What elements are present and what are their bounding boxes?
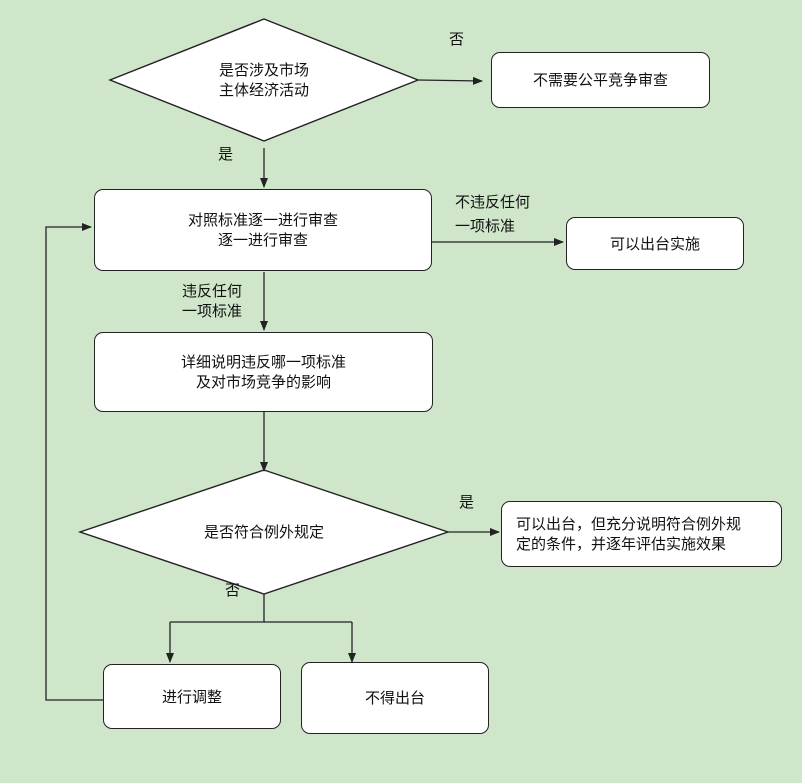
label-no-top: 否: [449, 30, 465, 48]
decision-market-text: 是否涉及市场 主体经济活动: [160, 50, 368, 110]
no-review-text: 不需要公平竞争审查: [532, 71, 668, 89]
not-allowed-text: 不得出台: [364, 689, 425, 707]
explain-line-1: 详细说明违反哪一项标准: [180, 353, 346, 371]
label-violation-line-2: 一项标准: [182, 302, 243, 320]
explain-line-2: 及对市场竞争的影响: [195, 373, 331, 391]
review-line-2: 逐一进行审查: [217, 231, 308, 249]
conditional-line-1: 可以出台，但充分说明符合例外规: [516, 515, 742, 533]
adjust-text: 进行调整: [161, 687, 222, 706]
conditional-line-2: 定的条件，并逐年评估实施效果: [516, 535, 727, 553]
conditional-box: 可以出台，但充分说明符合例外规 定的条件，并逐年评估实施效果: [501, 501, 782, 567]
label-no-violation-line-2: 一项标准: [455, 217, 516, 235]
decision-market-diamond: [108, 18, 420, 142]
arrow-no-to-no-review: [417, 76, 483, 85]
not-allowed-box: 不得出台: [301, 662, 489, 734]
implement-text: 可以出台实施: [609, 234, 700, 253]
label-violation: 违反任何 一项标准: [182, 281, 242, 321]
decision-exception-text: 是否符合例外规定: [150, 518, 378, 546]
no-review-box: 不需要公平竞争审查: [491, 52, 710, 108]
arrow-feedback-loop: [45, 223, 104, 701]
decision-market-line-1: 是否涉及市场: [218, 61, 309, 79]
split-connector: [170, 594, 265, 623]
explain-box: 详细说明违反哪一项标准 及对市场竞争的影响: [94, 332, 433, 412]
adjust-box: 进行调整: [103, 664, 281, 729]
label-violation-line-1: 违反任何: [182, 282, 243, 300]
decision-exception-label: 是否符合例外规定: [203, 523, 324, 541]
label-yes-top: 是: [218, 145, 234, 163]
label-no-exception: 否: [225, 581, 241, 599]
label-yes-exception: 是: [459, 493, 475, 511]
implement-box: 可以出台实施: [566, 217, 744, 270]
decision-market-line-2: 主体经济活动: [218, 81, 309, 99]
label-no-violation-line-1: 不违反任何: [455, 193, 531, 211]
review-line-1: 对照标准逐一进行审查: [187, 211, 338, 229]
review-box: 对照标准逐一进行审查 逐一进行审查: [94, 189, 432, 271]
label-no-violation: 不违反任何 一项标准: [455, 192, 530, 236]
